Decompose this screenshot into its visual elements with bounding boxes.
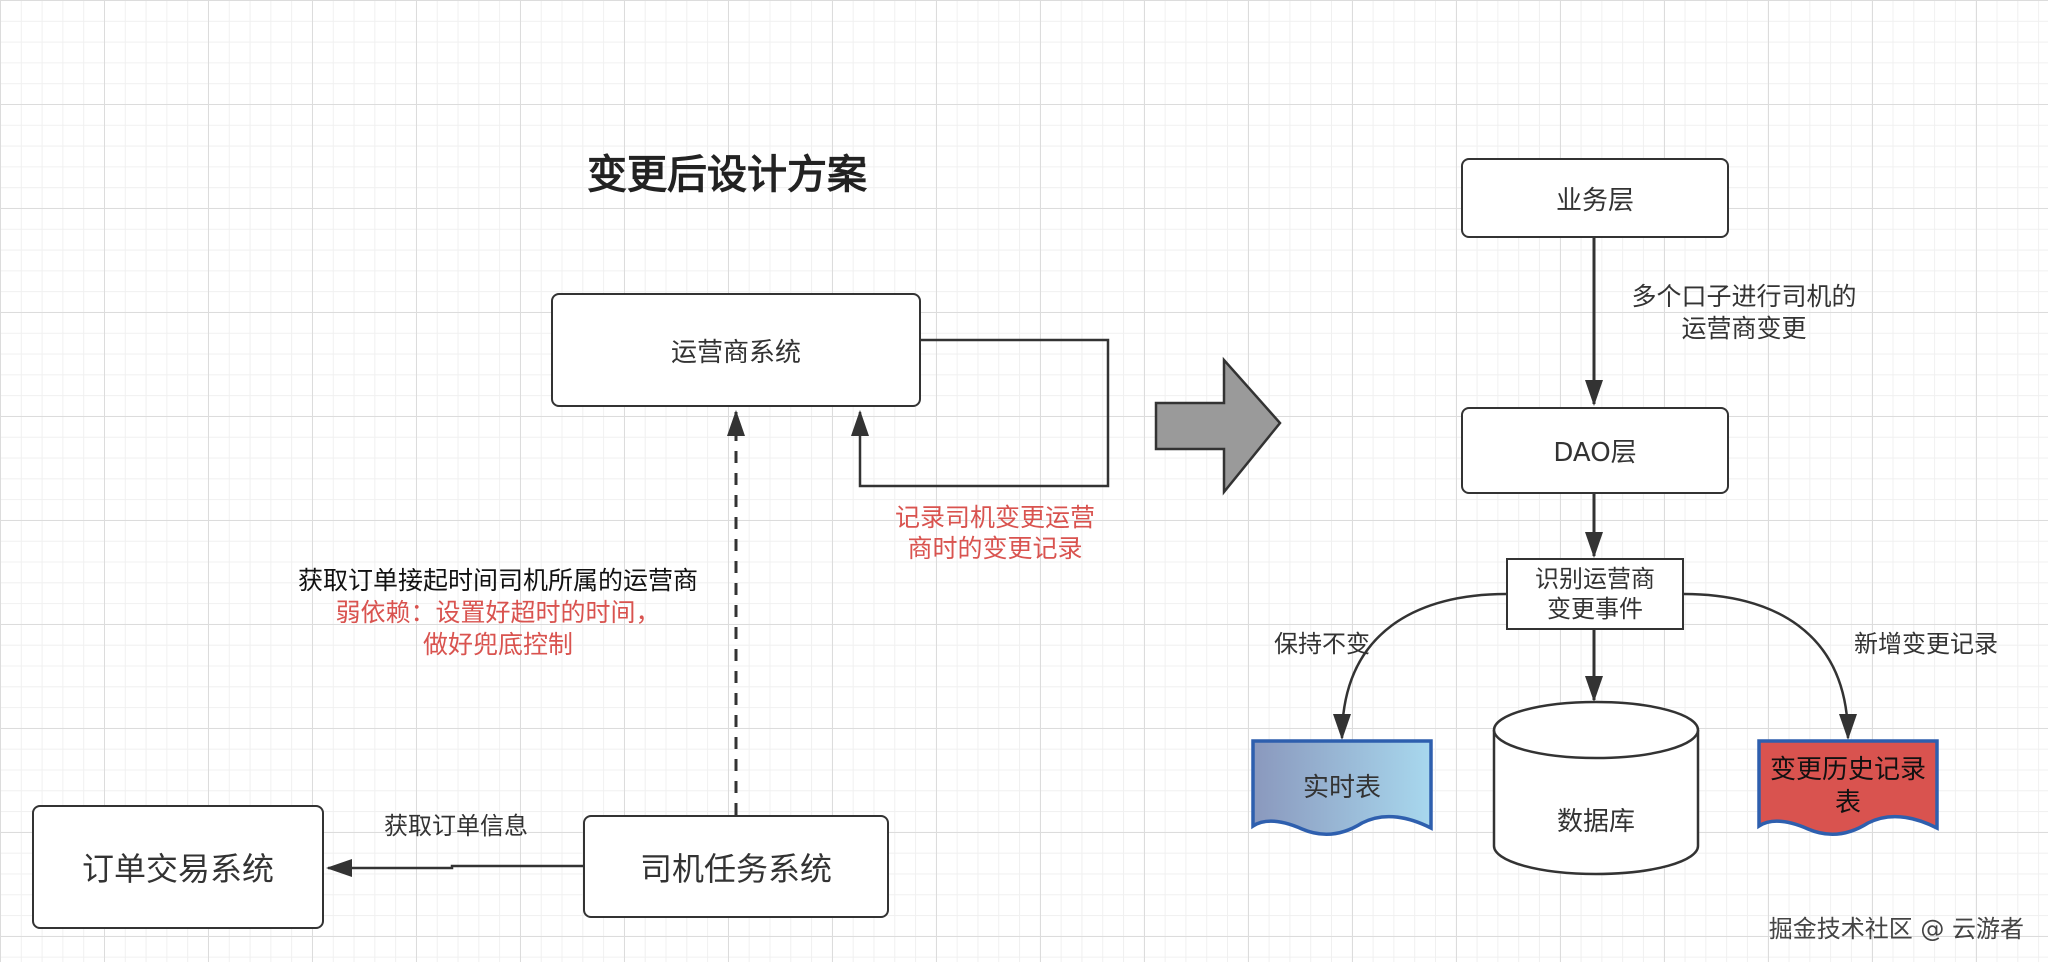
big-right-arrow [1154,356,1282,496]
identify-event-box: 识别运营商 变更事件 [1506,558,1684,630]
business-layer-label: 业务层 [1555,185,1634,216]
operator-system-box: 运营商系统 [551,293,921,407]
driver-task-system-label: 司机任务系统 [639,849,832,888]
database-label: 数据库 [1556,807,1635,837]
database-cylinder [1492,730,1700,876]
multi-entry-label-line1: 多个口子进行司机的 [1631,282,1857,311]
identify-event-label-line1: 识别运营商 [1535,565,1655,593]
dao-layer-label: DAO层 [1553,438,1637,468]
business-layer-box: 业务层 [1461,158,1729,238]
weak-dependency-label-line2: 做好兜底控制 [422,630,573,659]
self-loop-operator [851,338,1110,488]
order-trade-system-label: 订单交易系统 [81,850,274,888]
record-change-label-line1: 记录司机变更运营 [894,503,1095,532]
record-change-label-line2: 商时的变更记录 [907,534,1083,563]
fetch-operator-label: 获取订单接起时间司机所属的运营商 [297,566,698,595]
identify-event-label-line2: 变更事件 [1547,595,1643,623]
curve-identify-to-realtime [1333,592,1507,740]
watermark-text: 掘金技术社区 @ 云游者 [1768,915,2024,943]
history-table-label-line1: 变更历史记录 [1769,755,1926,785]
curve-identify-to-history [1683,592,1857,740]
dao-layer-box: DAO层 [1461,407,1729,494]
history-table-shape [1757,739,1939,836]
arrow-driver-to-order [326,859,583,877]
database-cylinder-top [1492,700,1700,760]
keep-unchanged-label: 保持不变 [1274,630,1370,658]
realtime-table-label: 实时表 [1302,773,1381,803]
add-change-record-label: 新增变更记录 [1854,630,1998,658]
fetch-order-info-label: 获取订单信息 [384,812,528,840]
order-trade-system-box: 订单交易系统 [32,805,324,929]
multi-entry-label-line2: 运营商变更 [1681,314,1807,343]
history-table-label-line2: 表 [1834,788,1861,818]
realtime-table-shape [1251,739,1433,836]
weak-dependency-label-line1: 弱依赖：设置好超时的时间， [335,598,661,627]
operator-system-label: 运营商系统 [670,337,801,368]
driver-task-system-box: 司机任务系统 [583,815,889,918]
diagram-title: 变更后设计方案 [587,152,867,198]
